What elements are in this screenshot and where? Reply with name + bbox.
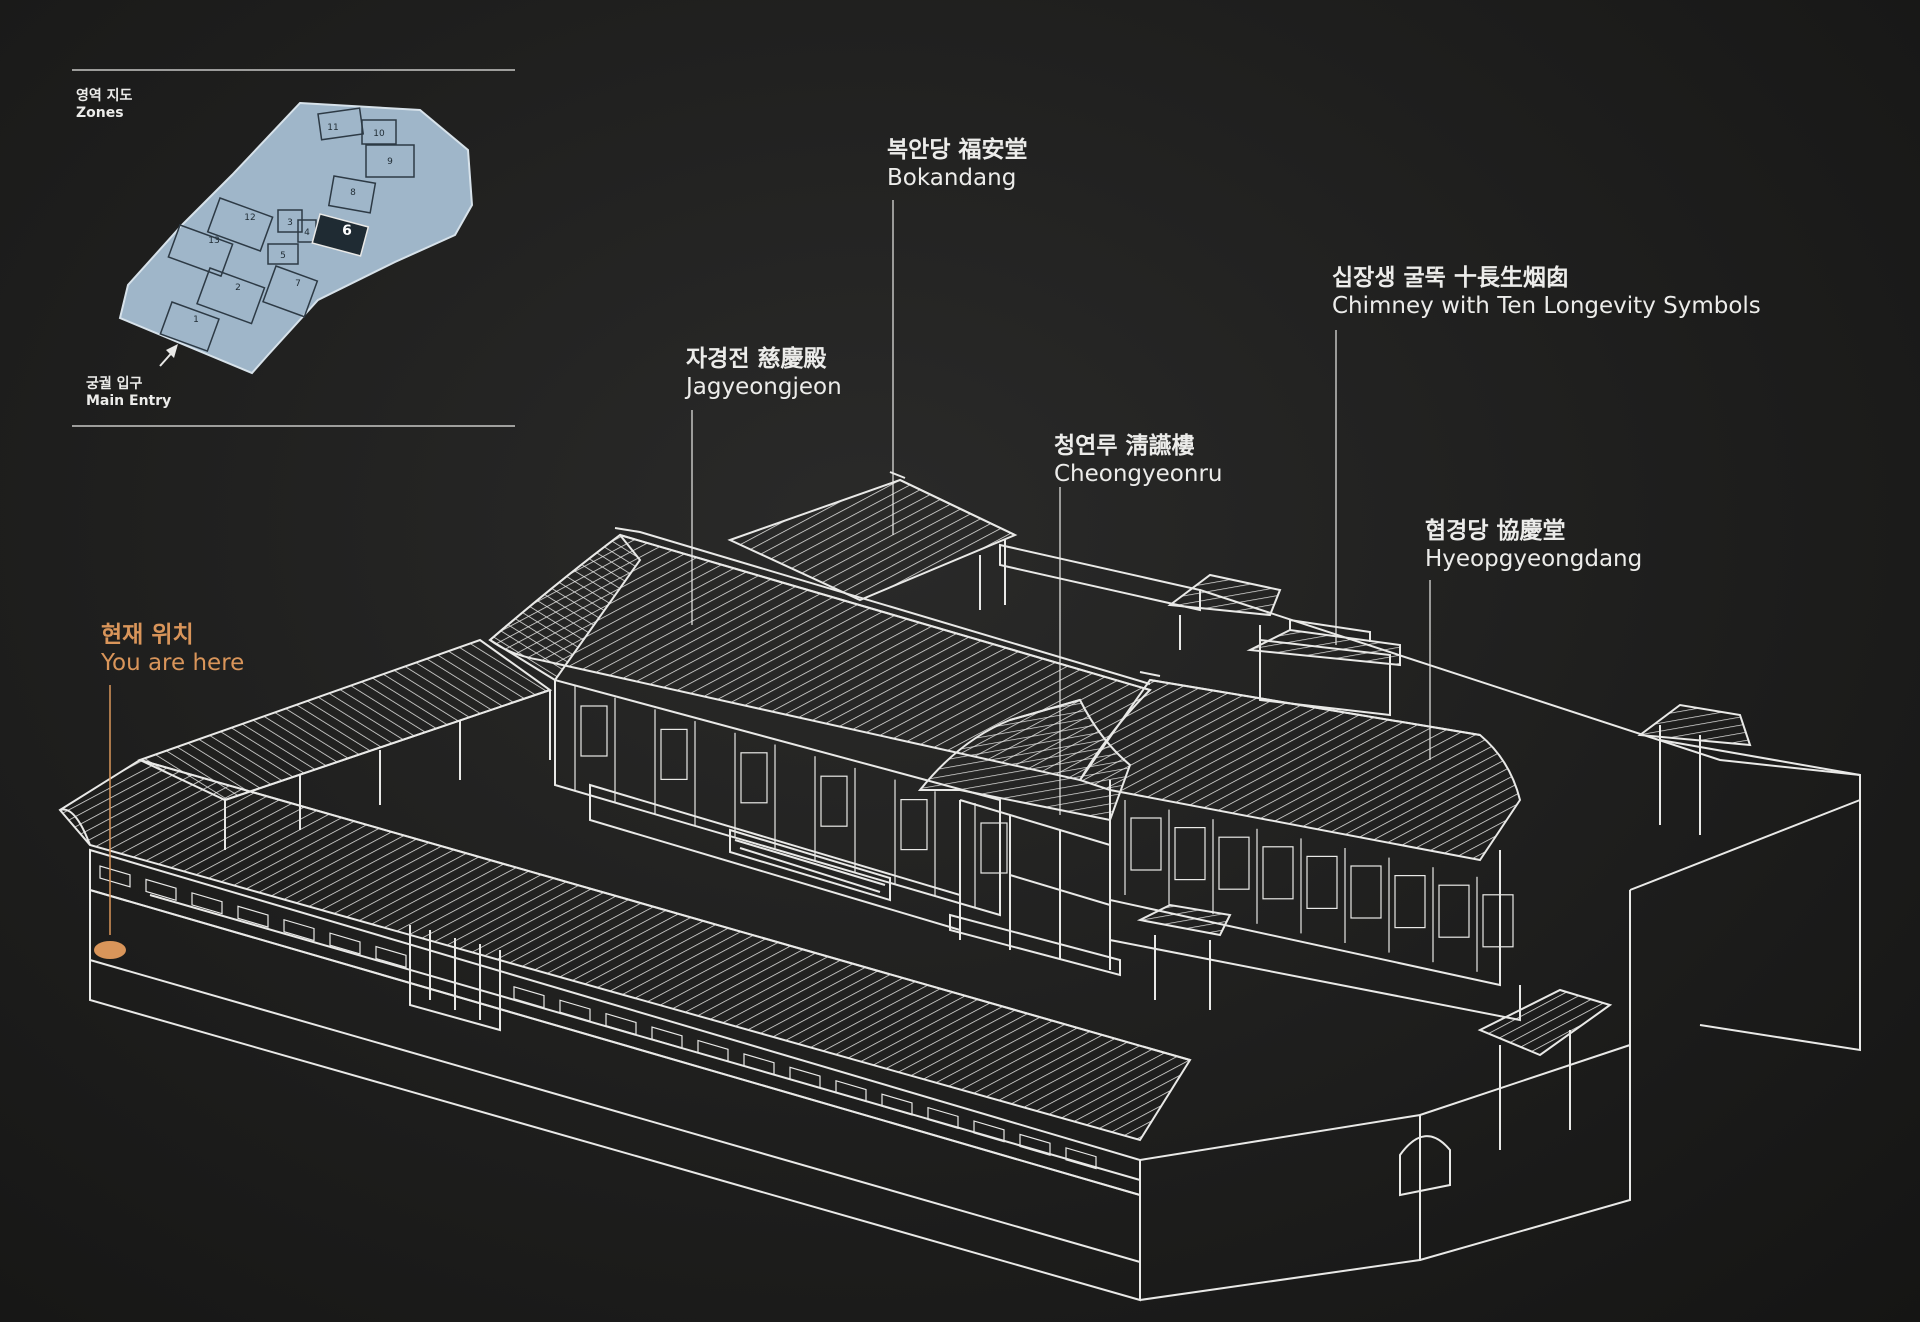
corridor-window: [651, 1026, 683, 1049]
zones-title-en: Zones: [76, 104, 124, 121]
bokandang-building: [727, 471, 1201, 612]
zone-number-7: 7: [295, 279, 301, 289]
bokandang-ko: 복안당 福安堂: [887, 137, 1028, 163]
zone-3-outline: [277, 209, 303, 233]
you-are-here-label: 현재 위치 You are here: [101, 622, 244, 677]
zone-number-3: 3: [287, 218, 293, 228]
wing-door-panel: [1130, 817, 1162, 871]
chimney-structure: [1246, 618, 1401, 717]
corridor-window: [835, 1079, 867, 1103]
you-are-here-marker: [94, 941, 126, 959]
corridor-window: [1019, 1133, 1051, 1156]
corridor-window: [513, 986, 545, 1009]
corridor-window: [743, 1053, 775, 1076]
corridor-window: [697, 1039, 729, 1063]
zone-number-13: 13: [208, 236, 219, 246]
zone-1-outline: [159, 301, 220, 353]
you-are-here-ko: 현재 위치: [101, 622, 194, 648]
hyeopgyeongdang-label: 협경당 協慶堂 Hyeopgyeongdang: [1425, 518, 1642, 573]
front-corridor-building: [58, 758, 1192, 1302]
hall-door-panel: [740, 752, 768, 804]
corridor-window: [329, 932, 361, 955]
corridor-window: [283, 918, 315, 942]
zone-9-outline: [365, 144, 415, 178]
inner-gate: [1136, 903, 1232, 1010]
chimney-ko: 십장생 굴뚝 十長生烟囱: [1332, 265, 1569, 291]
zone-2-outline: [196, 267, 266, 325]
zone-12-outline: [206, 197, 274, 252]
corridor-window: [145, 878, 177, 902]
hall-door-panel: [660, 728, 688, 781]
zone-5-outline: [267, 243, 299, 265]
zone-number-8: 8: [350, 188, 356, 198]
zones-map-shape: [118, 101, 474, 375]
corridor-window: [191, 892, 223, 915]
main-entry-ko: 궁궐 입구: [86, 376, 143, 392]
hyeopgyeongdang-en: Hyeopgyeongdang: [1425, 545, 1643, 572]
corridor-window: [881, 1093, 913, 1116]
wing-door-panel: [1482, 894, 1514, 948]
bokandang-label: 복안당 福安堂 Bokandang: [887, 137, 1028, 192]
cheongyeonru-en: Cheongyeonru: [1054, 460, 1223, 487]
zone-10-outline: [361, 119, 397, 145]
zone-7-outline: [262, 265, 319, 318]
cheongyeonru-pavilion: [917, 698, 1132, 977]
jagyeongjeon-label: 자경전 慈慶殿 Jagyeongjeon: [686, 346, 842, 401]
hyeopgyeongdang-building: [1078, 671, 1522, 1022]
wing-door-panel: [1174, 826, 1206, 881]
zone-number-9: 9: [387, 157, 393, 167]
zone-number-5: 5: [280, 251, 286, 261]
hall-door-panel: [820, 775, 848, 827]
leader-lines: [109, 200, 1431, 935]
wing-door-panel: [1438, 884, 1470, 938]
zone-number-11: 11: [327, 123, 338, 133]
corridor-window: [605, 1012, 637, 1036]
zone-number-4: 4: [304, 228, 310, 238]
wing-door-panel: [1262, 846, 1294, 900]
zones-map: 11 10 9 8 12 13 3 4 5 2 7 1 6: [118, 101, 474, 375]
jagyeongjeon-ko: 자경전 慈慶殿: [686, 346, 827, 372]
hall-door-panel: [900, 798, 928, 851]
chimney-en: Chimney with Ten Longevity Symbols: [1332, 292, 1761, 319]
zone-number-10: 10: [373, 129, 385, 139]
entry-arrow-icon: [159, 344, 178, 367]
chimney-label: 십장생 굴뚝 十長生烟囱 Chimney with Ten Longevity …: [1332, 265, 1761, 320]
corridor-window: [973, 1120, 1005, 1143]
cheongyeonru-ko: 청연루 淸讌樓: [1054, 433, 1195, 459]
hyeopgyeongdang-ko: 협경당 協慶堂: [1425, 518, 1566, 544]
corridor-window: [375, 945, 407, 969]
corridor-window: [927, 1106, 959, 1130]
zone-number-6: 6: [342, 223, 352, 239]
wing-door-panel: [1394, 874, 1426, 929]
wing-door-panel: [1306, 855, 1338, 910]
corridor-window: [559, 999, 591, 1022]
wing-door-panel: [1218, 836, 1250, 890]
zones-title-ko: 영역 지도: [76, 88, 133, 104]
jagyeongjeon-hall: [488, 527, 1152, 932]
corridor-window: [237, 905, 269, 928]
right-outer-wall: [1139, 573, 1861, 1301]
corridor-window: [789, 1066, 821, 1089]
main-entry-en: Main Entry: [86, 392, 172, 409]
zone-6-highlight: [311, 213, 370, 257]
wing-door-panel: [1350, 865, 1382, 919]
left-wing-building: [137, 638, 553, 850]
zone-13-outline: [167, 224, 234, 278]
bokandang-en: Bokandang: [887, 164, 1017, 191]
zone-number-2: 2: [235, 283, 241, 293]
zone-number-12: 12: [244, 213, 255, 223]
main-entry-label: 궁궐 입구 Main Entry: [86, 376, 171, 410]
you-are-here-en: You are here: [101, 649, 245, 676]
cheongyeonru-label: 청연루 淸讌樓 Cheongyeonru: [1054, 433, 1222, 488]
zone-number-1: 1: [193, 315, 199, 325]
hall-door-panel: [580, 705, 608, 757]
jagyeongjeon-en: Jagyeongjeon: [686, 373, 842, 400]
zones-map-title: 영역 지도 Zones: [76, 88, 132, 122]
corridor-window: [99, 865, 131, 888]
corridor-window: [1065, 1147, 1097, 1170]
hall-door-panel: [980, 822, 1008, 874]
zone-8-outline: [327, 175, 377, 214]
